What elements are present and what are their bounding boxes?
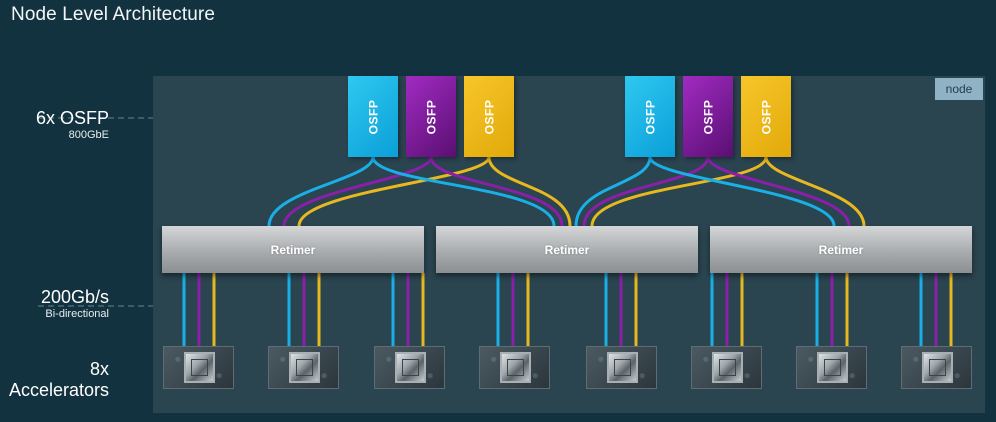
link-osfp1-retimer2	[371, 155, 556, 228]
osfp-port-5-label: OSFP	[700, 99, 715, 134]
link-osfp4-retimer2	[574, 155, 652, 228]
accelerator-7	[796, 346, 867, 389]
osfp-port-4-label: OSFP	[642, 99, 657, 134]
retimer-3-label: Retimer	[818, 242, 864, 257]
accelerators-label: 8x Accelerators	[9, 359, 109, 401]
bandwidth-value-label: 200Gb/s	[40, 287, 109, 307]
bandwidth-mode-label: Bi-directional	[45, 308, 109, 320]
link-osfp5-retimer2	[582, 155, 710, 228]
accelerators-count-label: 8x	[89, 359, 109, 379]
osfp-port-3-label: OSFP	[481, 99, 496, 134]
retimer-2: Retimer	[436, 226, 698, 273]
osfp-port-2-label: OSFP	[423, 99, 438, 134]
accelerator-8	[901, 346, 972, 389]
accelerator-6	[691, 346, 762, 389]
accelerator-2-chip	[289, 352, 320, 383]
link-osfp1-retimer1	[267, 155, 375, 228]
accelerator-7-chip	[817, 352, 848, 383]
accelerator-5	[586, 346, 657, 389]
osfp-port-4: OSFP	[625, 76, 675, 157]
node-tag: node	[935, 78, 983, 100]
osfp-port-1: OSFP	[348, 76, 398, 157]
osfp-speed-label: 800GbE	[68, 129, 109, 141]
link-osfp2-retimer2	[429, 155, 564, 228]
accelerators-name-label: Accelerators	[8, 380, 109, 400]
retimer-3: Retimer	[710, 226, 972, 273]
accelerator-8-chip	[922, 352, 953, 383]
retimer-1-label: Retimer	[270, 242, 316, 257]
osfp-port-6: OSFP	[741, 76, 791, 157]
link-osfp4-retimer3	[648, 155, 836, 228]
accelerator-6-chip	[712, 352, 743, 383]
osfp-label: 6x OSFP 800GbE	[36, 109, 109, 141]
accelerator-5-chip	[607, 352, 638, 383]
bandwidth-label: 200Gb/s Bi-directional	[41, 288, 109, 320]
retimer-2-label: Retimer	[544, 242, 590, 257]
osfp-port-1-label: OSFP	[365, 99, 380, 134]
osfp-port-6-label: OSFP	[758, 99, 773, 134]
accelerator-3	[374, 346, 445, 389]
osfp-port-3: OSFP	[464, 76, 514, 157]
link-osfp2-retimer1	[282, 155, 433, 228]
link-osfp6-retimer3	[764, 155, 866, 228]
osfp-port-5: OSFP	[683, 76, 733, 157]
link-osfp5-retimer3	[706, 155, 851, 228]
link-osfp3-retimer2	[487, 155, 572, 228]
accelerator-1	[163, 346, 234, 389]
accelerator-1-chip	[184, 352, 215, 383]
osfp-count-label: 6x OSFP	[35, 108, 109, 128]
link-osfp3-retimer1	[297, 155, 491, 228]
accelerator-2	[268, 346, 339, 389]
accelerator-3-chip	[395, 352, 426, 383]
page-title: Node Level Architecture	[11, 4, 216, 25]
link-osfp6-retimer2	[590, 155, 768, 228]
accelerator-4	[479, 346, 550, 389]
osfp-port-2: OSFP	[406, 76, 456, 157]
accelerator-4-chip	[500, 352, 531, 383]
retimer-1: Retimer	[162, 226, 424, 273]
